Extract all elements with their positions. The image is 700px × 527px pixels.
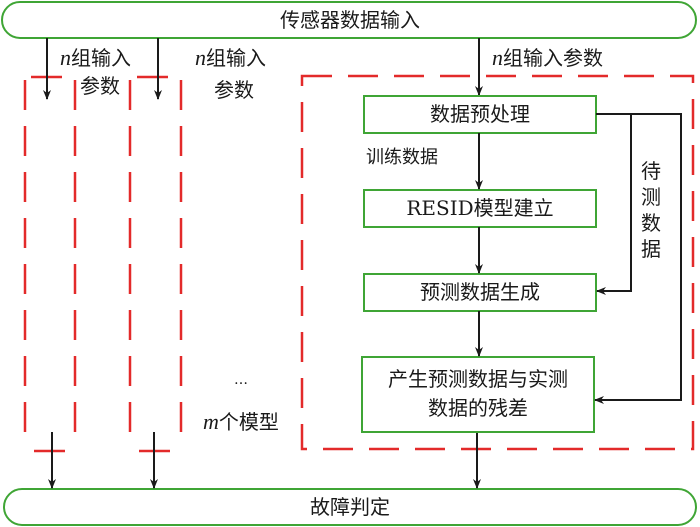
n-symbol: n xyxy=(492,45,503,70)
model-count-text: 个模型 xyxy=(218,410,279,434)
test-data-char: 数 xyxy=(641,211,661,235)
group-input-params-text: 组输入参数 xyxy=(503,46,603,70)
model-m-input-label: n组输入参数 xyxy=(492,45,603,71)
model-m-box xyxy=(300,74,695,451)
model-box-1 xyxy=(23,75,77,453)
arrow-test-data-to-generate xyxy=(596,113,632,295)
m-symbol: m xyxy=(203,409,219,434)
test-data-char: 测 xyxy=(641,185,661,209)
model-count-label: m个模型 xyxy=(203,409,279,435)
test-data-char: 待 xyxy=(641,159,661,183)
fault-judgment-bar xyxy=(3,488,697,526)
residual-label-line1: 产生预测数据与实测 xyxy=(388,367,568,391)
preprocess-label: 数据预处理 xyxy=(430,102,530,126)
model-2-input-label: n组输入 xyxy=(195,45,266,71)
test-data-label: 待 测 数 据 xyxy=(641,158,663,262)
generate-prediction-label: 预测数据生成 xyxy=(420,280,540,304)
model-2-input-label-line2: 参数 xyxy=(214,78,254,102)
group-input-text: 组输入 xyxy=(206,46,266,70)
box-build-model xyxy=(363,189,597,228)
residual-label-line2: 数据的残差 xyxy=(428,396,528,420)
model-1-input-label: n组输入 xyxy=(60,45,131,71)
model-box-2 xyxy=(128,75,183,453)
group-input-text: 组输入 xyxy=(71,46,131,70)
sensor-input-label: 传感器数据输入 xyxy=(280,8,420,32)
n-symbol: n xyxy=(195,45,206,70)
fault-judgment-label: 故障判定 xyxy=(310,495,390,519)
build-model-label: RESID模型建立 xyxy=(406,196,554,220)
test-data-char: 据 xyxy=(641,237,661,261)
n-symbol: n xyxy=(60,45,71,70)
arrow-test-data-to-residual xyxy=(594,113,682,404)
sensor-input-bar xyxy=(1,1,697,39)
box-generate-prediction xyxy=(363,273,597,312)
model-1-input-label-line2: 参数 xyxy=(80,74,120,98)
box-residual xyxy=(361,356,595,433)
training-data-label: 训练数据 xyxy=(366,147,438,168)
ellipsis: … xyxy=(234,372,248,388)
